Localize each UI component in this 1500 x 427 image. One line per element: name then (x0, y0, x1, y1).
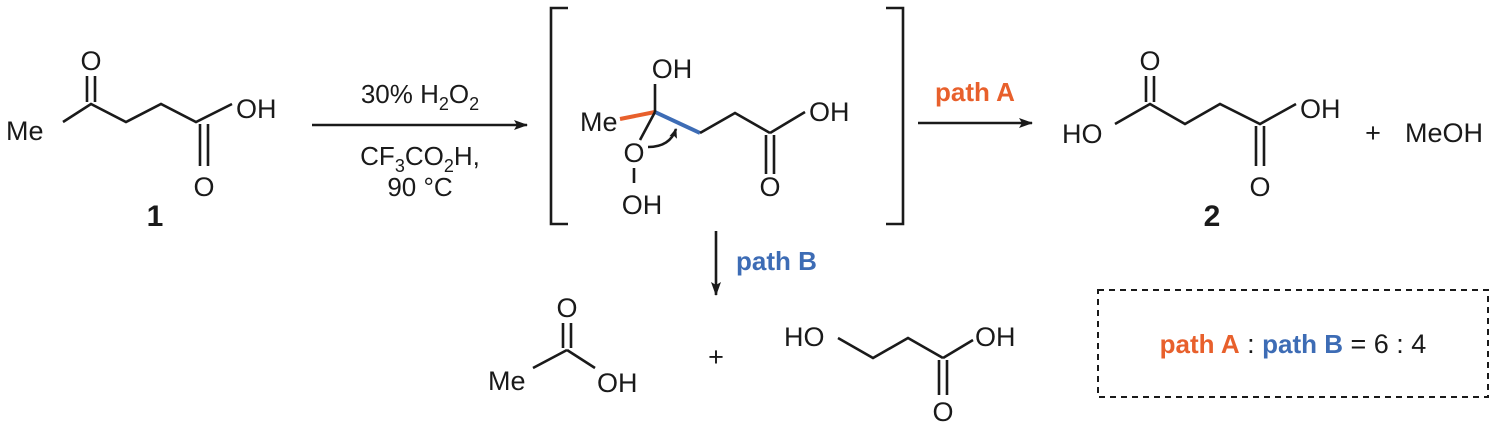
path-b-bond (654, 110, 701, 135)
methanol: MeOH (1405, 118, 1483, 148)
intermediate-oo-bond (638, 111, 657, 141)
compound-2-right-oh: OH (1300, 94, 1341, 124)
acetic-methyl: Me (488, 366, 526, 396)
compound-1-label: 1 (147, 200, 164, 233)
plus-sign-2: + (708, 342, 724, 372)
plus-sign-1: + (1365, 118, 1381, 148)
hp-ho: HO (784, 322, 825, 352)
intermediate-chain (699, 111, 771, 135)
path-b-arrow: path B (711, 231, 817, 296)
compound-2-label: 2 (1204, 200, 1221, 233)
hp-chain (837, 336, 944, 360)
compound-2-left-ho: HO (1062, 119, 1103, 149)
compound-2-chain (1114, 102, 1297, 126)
intermediate-hydroxyl: OH (652, 54, 693, 84)
reagent-tfa: CF3CO2H, (360, 141, 480, 176)
ratio-box-border (1097, 289, 1489, 398)
intermediate-peroxy-oh: OH (622, 190, 663, 220)
compound-1: O Me OH O 1 (6, 46, 277, 233)
compound-1-chain (62, 102, 233, 124)
hp-oxygen: O (932, 397, 953, 427)
bracket-left (549, 6, 568, 226)
ratio-box: path A : path B = 6 : 4 (1097, 289, 1489, 398)
acetic-oh: OH (597, 368, 638, 398)
hp-oh: OH (975, 322, 1016, 352)
compound-1-methyl: Me (6, 116, 44, 146)
acetic-oxygen: O (556, 293, 577, 323)
compound-2-right-oxygen: O (1249, 172, 1270, 202)
intermediate: OH Me O OH OH O (580, 54, 850, 220)
intermediate-acid-oxygen: O (759, 172, 780, 202)
acetic-methyl-bond (532, 348, 568, 370)
hp-acid-bond (942, 338, 974, 360)
compound-2: HO O OH O 2 (1062, 46, 1341, 233)
bracket-right (886, 6, 905, 226)
intermediate-peroxy-oxygen: O (623, 138, 644, 168)
hydroxypropanoic-acid: HO OH O (784, 322, 1016, 427)
acetic-oh-bond (566, 348, 596, 370)
migration-arrow (647, 128, 678, 149)
intermediate-methyl: Me (580, 107, 618, 137)
compound-1-acid-oh: OH (236, 94, 277, 124)
reagent-h2o2: 30% H2O2 (361, 79, 479, 114)
compound-1-ketone-oxygen: O (80, 46, 101, 76)
path-a-bond (619, 110, 656, 121)
compound-1-acid-oxygen: O (193, 172, 214, 202)
path-b-label: path B (736, 246, 817, 276)
reaction-arrow-1: 30% H2O2 CF3CO2H, 90 °C (312, 79, 528, 202)
intermediate-acid-oh: OH (809, 97, 850, 127)
ratio-text: path A : path B = 6 : 4 (1160, 329, 1427, 359)
path-a-arrow: path A (918, 77, 1033, 128)
acetic-acid: Me O OH (488, 293, 638, 398)
intermediate-acid-bond (769, 110, 806, 135)
compound-2-left-oxygen: O (1139, 46, 1160, 76)
temperature: 90 °C (387, 172, 452, 202)
path-a-label: path A (935, 77, 1015, 107)
